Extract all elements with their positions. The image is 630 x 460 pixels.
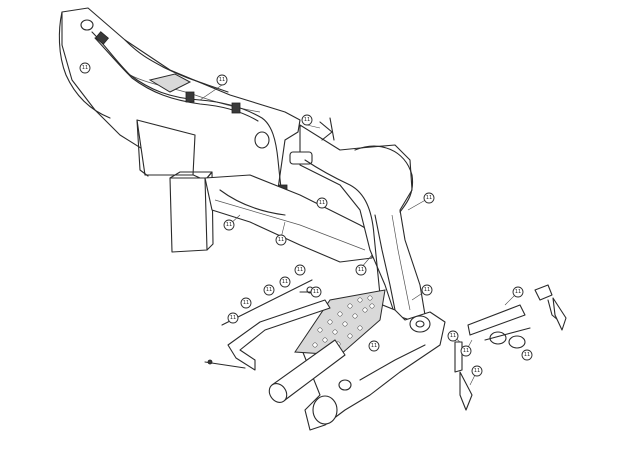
upper-wire-harness [91,31,288,216]
callout-bubble: 11 [227,312,239,324]
svg-text:11: 11 [515,289,521,295]
callout-bubble: 11 [447,330,459,342]
callout-bubble: 11 [279,276,291,288]
svg-text:11: 11 [426,195,432,201]
callout-bubble: 11 [316,197,328,209]
callout-bubble: 11 [223,219,235,231]
upper-frame-rail [58,7,301,216]
callout-bubble: 11 [421,284,433,296]
callout-bubble: 11 [216,74,228,86]
svg-text:11: 11 [282,279,288,285]
callout-bubble: 11 [240,297,252,309]
right-upright [289,124,426,321]
svg-text:11: 11 [313,289,319,295]
callout-bubble: 11 [460,345,472,357]
right-linkage-parts [454,284,567,411]
callout-bubble: 11 [355,264,367,276]
callout-bubble: 11 [512,286,524,298]
svg-text:11: 11 [266,287,272,293]
callout-bubble: 11 [294,264,306,276]
left-bracket [136,119,214,253]
callout-bubble: 11 [423,192,435,204]
callout-bubble: 11 [79,62,91,74]
svg-text:11: 11 [450,333,456,339]
svg-text:11: 11 [371,343,377,349]
svg-text:11: 11 [524,352,530,358]
callout-bubble: 11 [368,340,380,352]
svg-text:11: 11 [463,348,469,354]
svg-text:11: 11 [226,222,232,228]
svg-text:11: 11 [219,77,225,83]
callout-bubble: 11 [275,234,287,246]
svg-text:11: 11 [319,200,325,206]
svg-text:11: 11 [297,267,303,273]
callout-bubble: 11 [521,349,533,361]
callout-bubble: 11 [263,284,275,296]
cylinder-tube [268,339,346,403]
svg-text:11: 11 [304,117,310,123]
callout-bubble: 11 [301,114,313,126]
svg-text:11: 11 [424,287,430,293]
callout-labels: 11 11 11 11 11 11 11 11 11 11 11 [79,62,533,386]
callout-bubble: 11 [471,365,483,377]
cross-beam [204,174,373,263]
callout-bubble: 11 [310,286,322,298]
svg-text:11: 11 [243,300,249,306]
svg-text:11: 11 [278,237,284,243]
svg-text:11: 11 [82,65,88,71]
svg-text:11: 11 [474,368,480,374]
svg-text:11: 11 [358,267,364,273]
svg-text:11: 11 [230,315,236,321]
